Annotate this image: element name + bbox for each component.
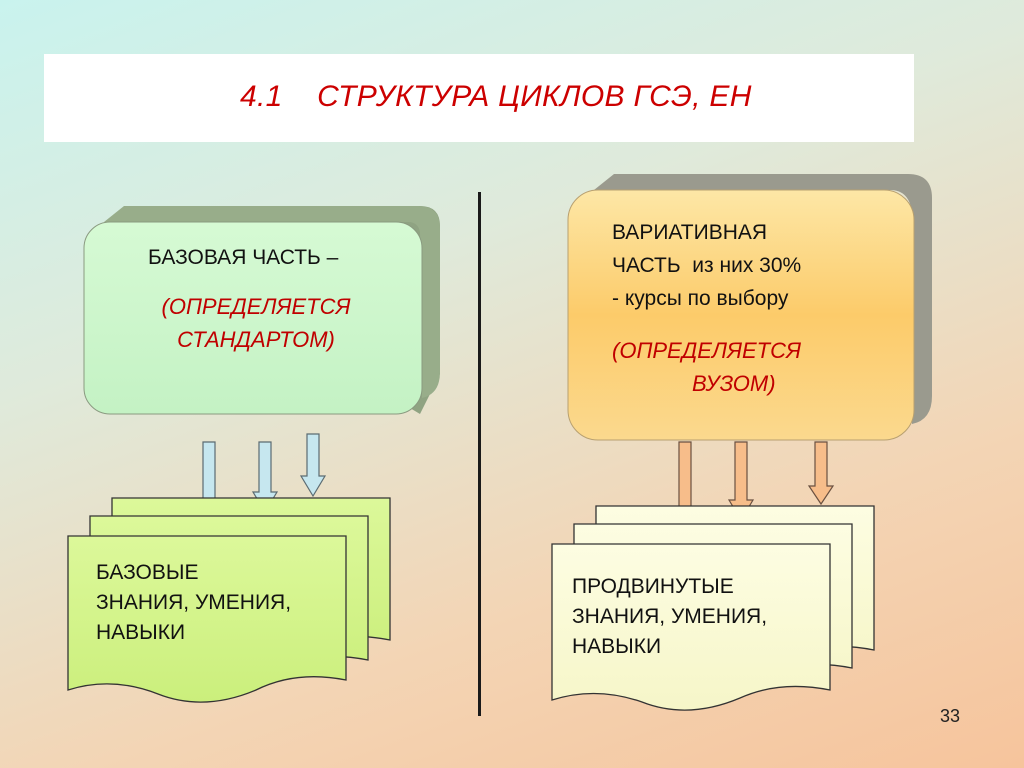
basic-knowledge-label: БАЗОВЫЕ ЗНАНИЯ, УМЕНИЯ, НАВЫКИ xyxy=(96,558,291,648)
variative-part-box xyxy=(567,174,932,441)
page-number: 33 xyxy=(940,706,961,726)
variative-part-label: ВАРИАТИВНАЯ ЧАСТЬ из них 30% - курсы по … xyxy=(612,216,801,315)
basic-knowledge-line3: НАВЫКИ xyxy=(96,621,186,644)
basic-part-note-line2: СТАНДАРТОМ) xyxy=(177,327,335,352)
basic-part-note: (ОПРЕДЕЛЯЕТСЯ СТАНДАРТОМ) xyxy=(154,290,358,356)
title-box: 4.1 СТРУКТУРА ЦИКЛОВ ГСЭ, ЕН xyxy=(44,54,914,142)
advanced-knowledge-line1: ПРОДВИНУТЫЕ xyxy=(572,575,734,598)
advanced-knowledge-line2: ЗНАНИЯ, УМЕНИЯ, xyxy=(572,605,768,628)
variative-note: (ОПРЕДЕЛЯЕТСЯ ВУЗОМ) xyxy=(612,334,801,400)
advanced-knowledge-docs xyxy=(551,505,875,711)
variative-note-line1: (ОПРЕДЕЛЯЕТСЯ xyxy=(612,338,801,363)
variative-part-word: ЧАСТЬ xyxy=(612,254,681,277)
variative-share: из них 30% xyxy=(692,254,802,277)
variative-note-line2: ВУЗОМ) xyxy=(692,371,776,396)
variative-title-line2: ЧАСТЬ из них 30% xyxy=(612,249,801,282)
basic-part-label: БАЗОВАЯ ЧАСТЬ – xyxy=(148,244,338,271)
basic-knowledge-line2: ЗНАНИЯ, УМЕНИЯ, xyxy=(96,591,292,614)
center-divider xyxy=(478,192,481,716)
arrow-down-icon xyxy=(807,441,835,506)
slide-title: 4.1 СТРУКТУРА ЦИКЛОВ ГСЭ, ЕН xyxy=(240,80,752,113)
advanced-knowledge-line3: НАВЫКИ xyxy=(572,635,662,658)
basic-part-title: БАЗОВАЯ ЧАСТЬ – xyxy=(148,246,339,269)
basic-part-note-line1: (ОПРЕДЕЛЯЕТСЯ xyxy=(161,294,351,319)
basic-part-box xyxy=(83,206,440,415)
basic-knowledge-line1: БАЗОВЫЕ xyxy=(96,561,199,584)
advanced-knowledge-label: ПРОДВИНУТЫЕ ЗНАНИЯ, УМЕНИЯ, НАВЫКИ xyxy=(572,572,767,662)
variative-electives: - курсы по выбору xyxy=(612,287,789,310)
basic-knowledge-docs xyxy=(67,497,391,703)
variative-title: ВАРИАТИВНАЯ xyxy=(612,221,768,244)
arrow-down-icon xyxy=(299,433,327,498)
